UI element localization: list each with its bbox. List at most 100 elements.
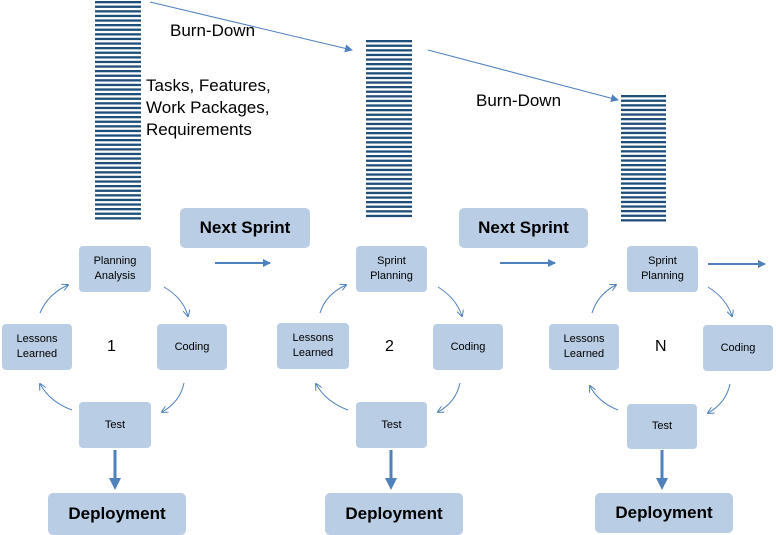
backlog-bar-2-3 (366, 49, 412, 52)
burn-down-label-2: Burn-Down (476, 91, 562, 110)
backlog-bar-2-15 (366, 104, 412, 107)
backlog-bar-2-39 (366, 214, 412, 218)
backlog-bar-2-7 (366, 67, 412, 70)
next-sprint-box-2: Next Sprint (459, 208, 588, 248)
cycle-arrow-planning-to-coding-1 (163, 286, 188, 316)
backlog-bar-2-36 (366, 201, 412, 204)
backlog-bar-1-4 (95, 14, 141, 18)
planning-node-2: Sprint Planning (356, 246, 427, 292)
backlog-bar-1-43 (95, 194, 141, 197)
coding-node-2: Coding (433, 324, 503, 370)
backlog-bar-3-3 (621, 104, 666, 107)
backlog-bar-1-19 (95, 83, 141, 87)
backlog-bar-2-6 (366, 63, 412, 66)
backlog-stack-1 (95, 1, 141, 220)
backlog-bar-2-20 (366, 127, 412, 130)
backlog-bar-3-2 (621, 99, 666, 102)
burn-down-label-1: Burn-Down (170, 21, 256, 40)
backlog-bar-1-14 (95, 60, 141, 64)
backlog-stack-2 (366, 40, 412, 218)
backlog-bar-1-11 (95, 47, 141, 50)
backlog-bar-1-8 (95, 33, 141, 36)
backlog-bar-1-10 (95, 42, 141, 45)
backlog-bar-3-24 (621, 200, 666, 204)
planning-node-3: Sprint Planning (627, 246, 698, 292)
deployment-box-2: Deployment (325, 493, 463, 535)
backlog-bar-3-22 (621, 191, 666, 194)
backlog-bar-1-41 (95, 185, 141, 188)
sprint-number-1: 1 (107, 338, 116, 355)
cycle-arrow-lessons-to-planning-3 (591, 285, 616, 314)
backlog-bar-3-8 (621, 127, 666, 130)
backlog-bar-1-33 (95, 148, 141, 151)
backlog-bar-3-9 (621, 131, 666, 135)
coding-node-3: Coding (703, 325, 773, 371)
backlog-bar-3-18 (621, 173, 666, 176)
cycle-arrow-lessons-to-planning-1 (39, 285, 68, 314)
backlog-bar-2-1 (366, 40, 412, 43)
backlog-bar-2-4 (366, 53, 412, 57)
backlog-bar-2-9 (366, 76, 412, 80)
backlog-bar-1-47 (95, 212, 141, 215)
backlog-bar-3-15 (621, 159, 666, 162)
cycle-arrow-test-to-lessons-2 (316, 384, 349, 411)
backlog-bar-2-22 (366, 136, 412, 139)
backlog-bar-2-29 (366, 168, 412, 172)
backlog-bar-1-23 (95, 102, 141, 105)
cycle-arrow-test-to-lessons-1 (40, 384, 73, 411)
next-sprint-box-1: Next Sprint (180, 208, 310, 248)
backlog-bar-1-24 (95, 106, 141, 110)
cycle-arrow-test-to-lessons-3 (590, 386, 619, 411)
backlog-bar-3-11 (621, 141, 666, 144)
backlog-bar-1-2 (95, 5, 141, 8)
backlog-bar-2-13 (366, 95, 412, 98)
backlog-bar-3-4 (621, 108, 666, 112)
backlog-bar-2-25 (366, 150, 412, 153)
backlog-bar-1-1 (95, 1, 141, 4)
backlog-bar-2-17 (366, 113, 412, 116)
backlog-bar-2-34 (366, 191, 412, 195)
backlog-bar-3-14 (621, 154, 666, 158)
backlog-bar-1-15 (95, 65, 141, 68)
backlog-bar-3-6 (621, 118, 666, 121)
backlog-bar-2-35 (366, 196, 412, 199)
backlog-bar-2-23 (366, 141, 412, 144)
backlog-bar-3-16 (621, 164, 666, 167)
backlog-bar-1-31 (95, 139, 141, 142)
backlog-bar-2-14 (366, 99, 412, 103)
backlog-bar-1-22 (95, 97, 141, 100)
backlog-bar-3-27 (621, 214, 666, 217)
cycle-arrow-planning-to-coding-3 (707, 286, 732, 316)
lessons-node-2: Lessons Learned (277, 323, 349, 369)
burn-down-arrow-1 (149, 1, 353, 53)
deployment-box-1: Deployment (48, 493, 186, 535)
backlog-bar-1-26 (95, 116, 141, 119)
backlog-bar-1-39 (95, 175, 141, 179)
backlog-bar-2-2 (366, 44, 412, 47)
cycle-arrow-lessons-to-planning-2 (319, 285, 346, 314)
cycle-arrow-coding-to-test-1 (162, 382, 185, 412)
backlog-bar-2-8 (366, 72, 412, 75)
backlog-bar-3-5 (621, 113, 666, 116)
backlog-bar-1-6 (95, 24, 141, 27)
backlog-bar-1-37 (95, 166, 141, 169)
backlog-bar-1-12 (95, 51, 141, 54)
backlog-bar-1-38 (95, 171, 141, 174)
sprint-number-3: N (655, 338, 667, 355)
backlog-bar-1-42 (95, 189, 141, 192)
backlog-bar-1-21 (95, 93, 141, 96)
backlog-bar-2-16 (366, 109, 412, 112)
backlog-bar-1-46 (95, 208, 141, 211)
backlog-bar-1-9 (95, 37, 141, 41)
backlog-bar-1-48 (95, 217, 141, 220)
backlog-bar-2-38 (366, 210, 412, 213)
lessons-node-3: Lessons Learned (549, 324, 619, 370)
lessons-node-1: Lessons Learned (2, 324, 72, 370)
backlog-bar-1-30 (95, 134, 141, 137)
backlog-bar-1-13 (95, 56, 141, 59)
backlog-bar-2-19 (366, 122, 412, 126)
backlog-bar-2-28 (366, 164, 412, 167)
backlog-bar-1-34 (95, 152, 141, 156)
backlog-bar-3-28 (621, 219, 666, 222)
